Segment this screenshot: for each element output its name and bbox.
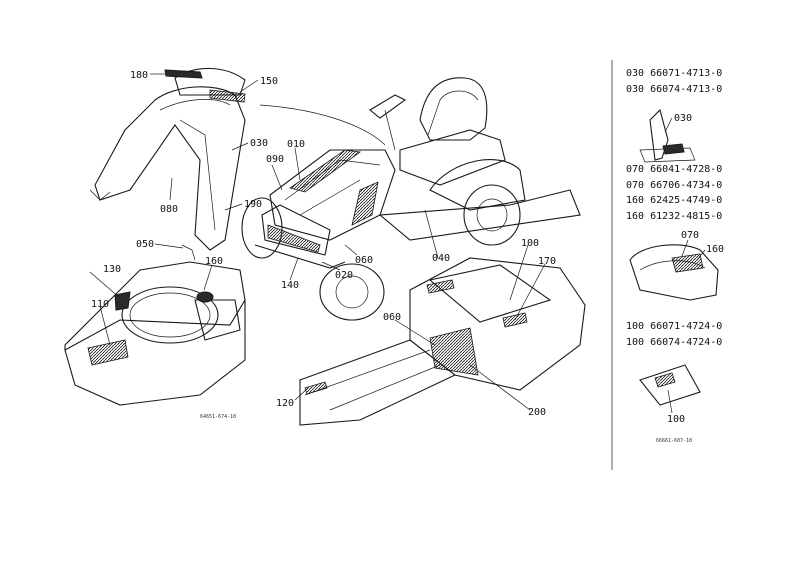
callout-010: 010 [287,139,305,150]
part-row: 100 66074-4724-0 [626,336,723,348]
side-detail-030: 030 [639,108,696,163]
engine-cover-illustration [64,261,246,406]
callout-190: 190 [244,199,262,210]
figure-code-side: 66661-607-10 [656,438,692,444]
callout-160: 160 [205,256,223,267]
callout-150: 150 [260,76,278,87]
callout-030: 030 [250,138,268,149]
callout-080: 080 [160,204,178,215]
callout-labels: 180 150 030 010 090 190 080 050 130 160 … [91,70,556,420]
part-row: 160 62425-4749-0 [626,195,723,206]
part-row: 160 61232-4815-0 [626,210,723,222]
callout-060: 060 [355,255,373,266]
leader-lines [89,73,546,411]
callout-090: 090 [266,154,284,165]
part-list-070-160: 070 66041-4728-0 070 66706-4734-0 160 62… [626,162,791,224]
part-list-100: 100 66071-4724-0 100 66074-4724-0 [626,319,791,350]
callout-100: 100 [521,238,539,249]
callout-020: 020 [335,270,353,281]
callout-050: 050 [136,239,154,250]
callout-170: 170 [538,256,556,267]
callout-140: 140 [281,280,299,291]
callout-110: 110 [91,299,109,310]
part-list-030: 030 66071-4713-0 030 66074-4713-0 [626,66,791,97]
callout-120: 120 [276,398,294,409]
side-callout-100: 100 [667,414,685,425]
callout-040: 040 [432,253,450,264]
part-row: 030 66071-4713-0 [626,68,723,79]
part-row: 070 66041-4728-0 [626,164,723,175]
deck-panel-illustration [299,257,586,426]
callout-180: 180 [130,70,148,81]
tractor-illustration [241,77,581,321]
callout-130: 130 [103,264,121,275]
part-row: 030 66074-4713-0 [626,83,723,95]
side-detail-100: 100 66661-607-10 [639,364,701,444]
part-row: 100 66071-4724-0 [626,321,723,332]
callout-060-b: 060 [383,312,401,323]
side-callout-070: 070 [681,230,699,241]
side-callout-030: 030 [674,113,692,124]
side-callout-160: 160 [706,244,724,255]
figure-code-main: 64651-674-10 [200,414,236,420]
side-detail-070-160: 070 160 [629,230,724,301]
rear-shroud-illustration [89,67,246,261]
callout-200: 200 [528,407,546,418]
part-row: 070 66706-4734-0 [626,179,723,191]
